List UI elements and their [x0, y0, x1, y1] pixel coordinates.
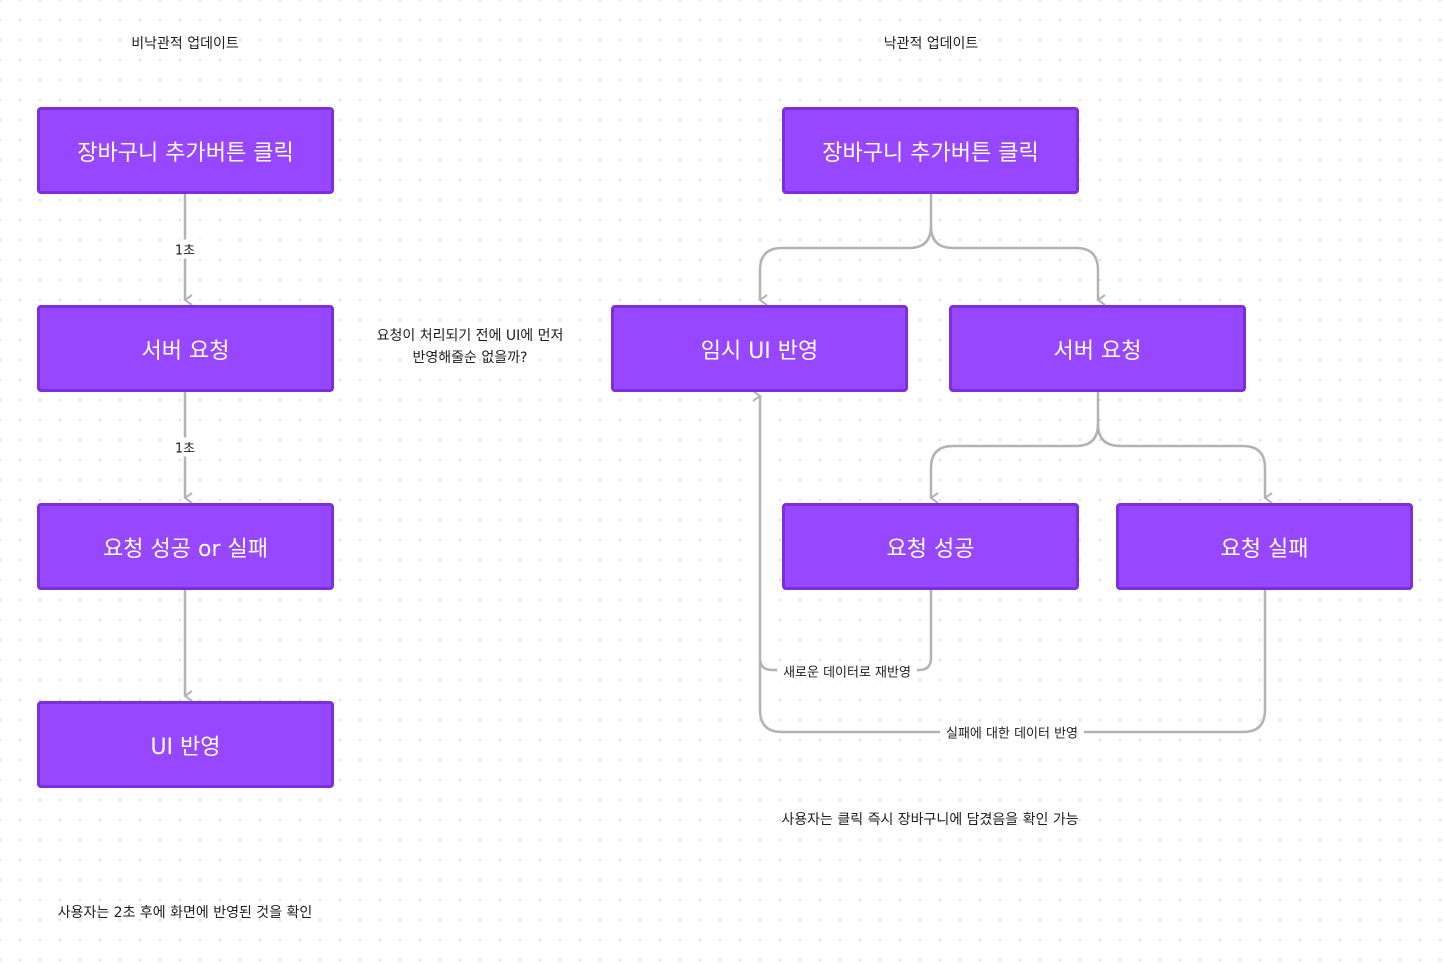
right-title: 낙관적 업데이트: [883, 36, 979, 52]
middle-note-line-2: 반영해줄순 없을까?: [412, 350, 528, 366]
right-box-fail: 요청 실패: [1116, 503, 1413, 590]
right-footer-note: 사용자는 클릭 즉시 장바구니에 담겼음을 확인 가능: [781, 812, 1079, 828]
left-box-result: 요청 성공 or 실패: [37, 503, 334, 590]
right-box-click: 장바구니 추가버튼 클릭: [782, 107, 1079, 194]
left-box-ui: UI 반영: [37, 701, 334, 788]
connector-server-to-success: [929, 392, 1100, 504]
connector-server-to-fail: [1096, 423, 1273, 504]
left-box-click: 장바구니 추가버튼 클릭: [37, 107, 334, 194]
left-footer-note: 사용자는 2초 후에 화면에 반영된 것을 확인: [57, 905, 313, 921]
left-title: 비낙관적 업데이트: [131, 36, 239, 52]
middle-question-note: 요청이 처리되기 전에 UI에 먼저 반영해줄순 없을까?: [377, 325, 564, 369]
connector-click-to-server: [929, 225, 1106, 306]
right-box-temp-ui: 임시 UI 반영: [611, 305, 908, 392]
middle-note-line-1: 요청이 처리되기 전에 UI에 먼저: [376, 328, 564, 344]
edge-label-success-back: 새로운 데이터로 재반영: [777, 661, 917, 681]
left-box-server: 서버 요청: [37, 305, 334, 392]
right-box-server: 서버 요청: [949, 305, 1246, 392]
right-box-success: 요청 성공: [782, 503, 1079, 590]
connector-click-to-temp-ui: [758, 194, 933, 306]
left-edge-label-2: 1초: [168, 437, 202, 457]
edge-label-fail-back: 실패에 대한 데이터 반영: [940, 722, 1084, 742]
left-edge-label-1: 1초: [168, 239, 202, 259]
